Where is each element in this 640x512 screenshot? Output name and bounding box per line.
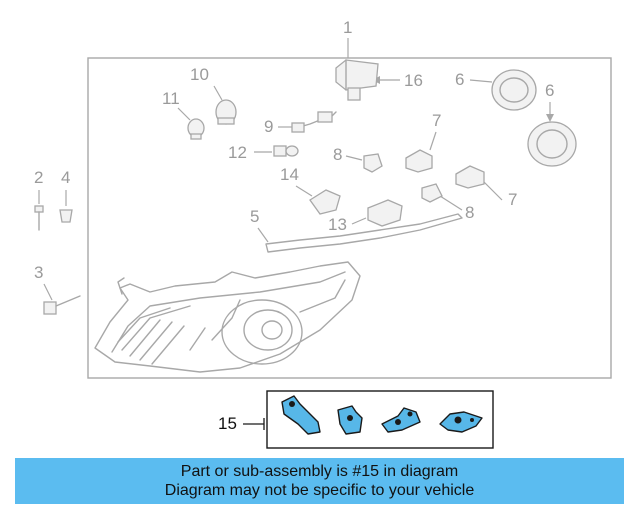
control-module — [335, 59, 379, 101]
callout-15: 15 — [218, 414, 237, 433]
callout-4: 4 — [61, 168, 70, 187]
callout-8a: 8 — [333, 145, 342, 164]
banner-line-1: Part or sub-assembly is #15 in diagram — [180, 463, 459, 480]
callout-9: 9 — [264, 117, 273, 136]
wire-harness — [291, 111, 337, 133]
callout-6b: 6 — [545, 81, 554, 100]
bracket-part-15-a — [281, 395, 321, 435]
bracket-part-15-d — [439, 411, 483, 433]
banner-line-2: Diagram may not be specific to your vehi… — [164, 482, 475, 499]
screw-2 — [34, 205, 44, 231]
bulb-14 — [309, 189, 341, 215]
callout-10: 10 — [190, 65, 209, 84]
callout-16: 16 — [404, 71, 423, 90]
clip-4 — [59, 209, 73, 223]
bracket-part-15-c — [381, 407, 421, 433]
bulb-13 — [367, 199, 403, 227]
bolt-3 — [43, 295, 81, 315]
callout-6a: 6 — [455, 70, 464, 89]
callout-13: 13 — [328, 215, 347, 234]
socket-8b — [421, 183, 443, 203]
callout-7b: 7 — [508, 190, 517, 209]
callout-8b: 8 — [465, 203, 474, 222]
assembly-frame — [87, 57, 612, 379]
seal-ring-a — [491, 69, 537, 111]
callout-5: 5 — [250, 207, 259, 226]
callout-11: 11 — [162, 89, 180, 108]
callout-3: 3 — [34, 263, 43, 282]
callout-7a: 7 — [432, 111, 441, 130]
callout-14: 14 — [280, 165, 299, 184]
headlamp-housing — [94, 261, 361, 373]
callout-1: 1 — [343, 18, 352, 37]
seal-ring-b — [527, 121, 577, 167]
socket-8a — [363, 153, 383, 173]
highlight-box — [266, 390, 494, 449]
connector-7a — [405, 149, 433, 173]
bulb-11 — [187, 118, 205, 140]
callout-2: 2 — [34, 168, 43, 187]
callout-12: 12 — [228, 143, 247, 162]
socket-12 — [273, 145, 299, 157]
trim-strip — [265, 213, 463, 253]
bracket-part-15-b — [337, 405, 363, 435]
info-banner: Part or sub-assembly is #15 in diagram D… — [15, 458, 624, 504]
bulb-10 — [215, 99, 237, 125]
connector-7b — [455, 165, 485, 189]
